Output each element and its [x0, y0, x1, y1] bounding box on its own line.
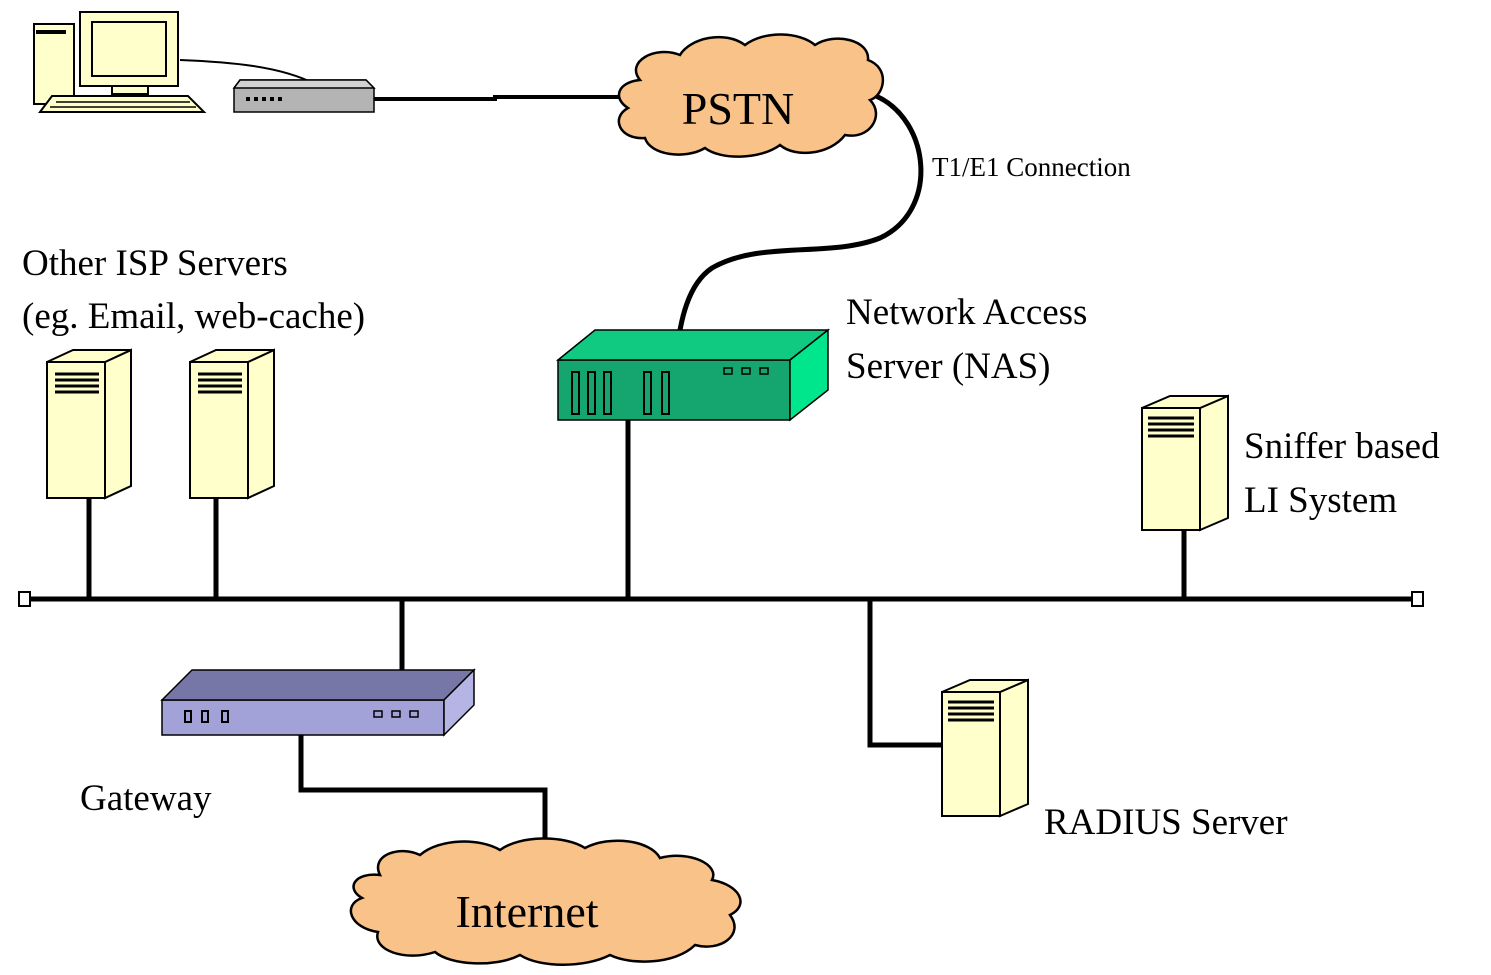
modem-icon [232, 79, 376, 113]
gateway-router-icon [160, 668, 476, 737]
server-tower-icon [1141, 394, 1229, 532]
connections [18, 59, 1424, 855]
nas-label-line1: Network Access [846, 292, 1087, 333]
pstn-label: PSTN [682, 83, 794, 134]
internet-cloud-icon [349, 837, 742, 966]
internet-label: Internet [455, 886, 598, 937]
sniffer-label-line1: Sniffer based [1244, 426, 1440, 467]
t1e1-link [673, 93, 924, 359]
desktop-computer-icon [33, 11, 207, 113]
nas-label-line2: Server (NAS) [846, 346, 1050, 387]
pc-modem-cable [179, 59, 316, 85]
backbone-terminator-right [1411, 591, 1424, 607]
radius-server-label: RADIUS Server [1044, 802, 1288, 843]
modem-pstn-link [374, 95, 620, 101]
pstn-cloud-icon [617, 33, 885, 158]
gateway-internet-link [298, 735, 548, 855]
internet-cloud: Internet [349, 837, 742, 966]
nas-device-icon [555, 328, 831, 422]
server-tower-icon [941, 678, 1029, 818]
isp-servers-label-line1: Other ISP Servers [22, 243, 288, 284]
t1e1-connection-label: T1/E1 Connection [932, 152, 1131, 182]
radius-drop [867, 599, 945, 748]
server-tower-icon [189, 348, 275, 500]
isp-servers-label-line2: (eg. Email, web-cache) [22, 296, 365, 337]
gateway-label: Gateway [80, 778, 212, 819]
server-tower-icon [46, 348, 132, 500]
pstn-cloud: PSTN [617, 33, 885, 158]
sniffer-label-line2: LI System [1244, 480, 1397, 521]
backbone-terminator-left [18, 591, 31, 607]
